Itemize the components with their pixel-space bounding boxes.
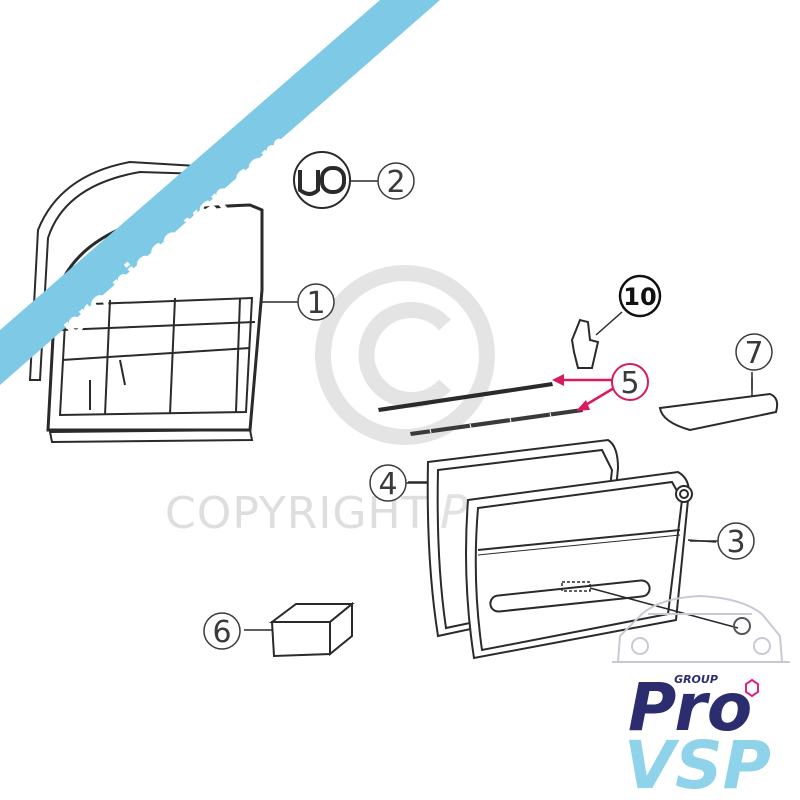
part-5-weatherstrips [378, 382, 583, 436]
part-3-door-panel [465, 470, 739, 660]
callout-4-label: 4 [378, 467, 397, 502]
callout-5-label: 5 [620, 366, 639, 401]
callout-10: 10 [618, 274, 662, 318]
callout-6: 6 [203, 612, 241, 650]
callout-1-label: 1 [306, 286, 325, 321]
logo-pro-text: Pro [628, 669, 752, 746]
callout-4: 4 [369, 464, 407, 502]
callout-5: 5 [611, 363, 649, 401]
callout-2: 2 [377, 162, 415, 200]
part-6-box [244, 601, 355, 658]
hexagon-icon [745, 678, 759, 698]
provsp-logo: GROUP Pro VSP [612, 594, 790, 800]
callout-10-label: 10 [623, 283, 656, 311]
callout-3-label: 3 [726, 525, 745, 560]
logo-dot-icon [733, 617, 751, 635]
logo-vsp-text: VSP [624, 727, 771, 800]
callout-7-label: 7 [744, 336, 763, 371]
callout-6-label: 6 [212, 615, 231, 650]
callout-7: 7 [735, 333, 773, 371]
part-7-trim [658, 378, 779, 432]
callout-1: 1 [297, 283, 335, 321]
car-outline-icon [612, 594, 790, 663]
callout-2-label: 2 [386, 165, 405, 200]
part-10-clip [570, 311, 623, 369]
callout-3: 3 [717, 522, 755, 560]
part-2-clip [293, 151, 378, 209]
callout-5-arrows [552, 374, 615, 411]
logo-group-text: GROUP [674, 673, 718, 686]
